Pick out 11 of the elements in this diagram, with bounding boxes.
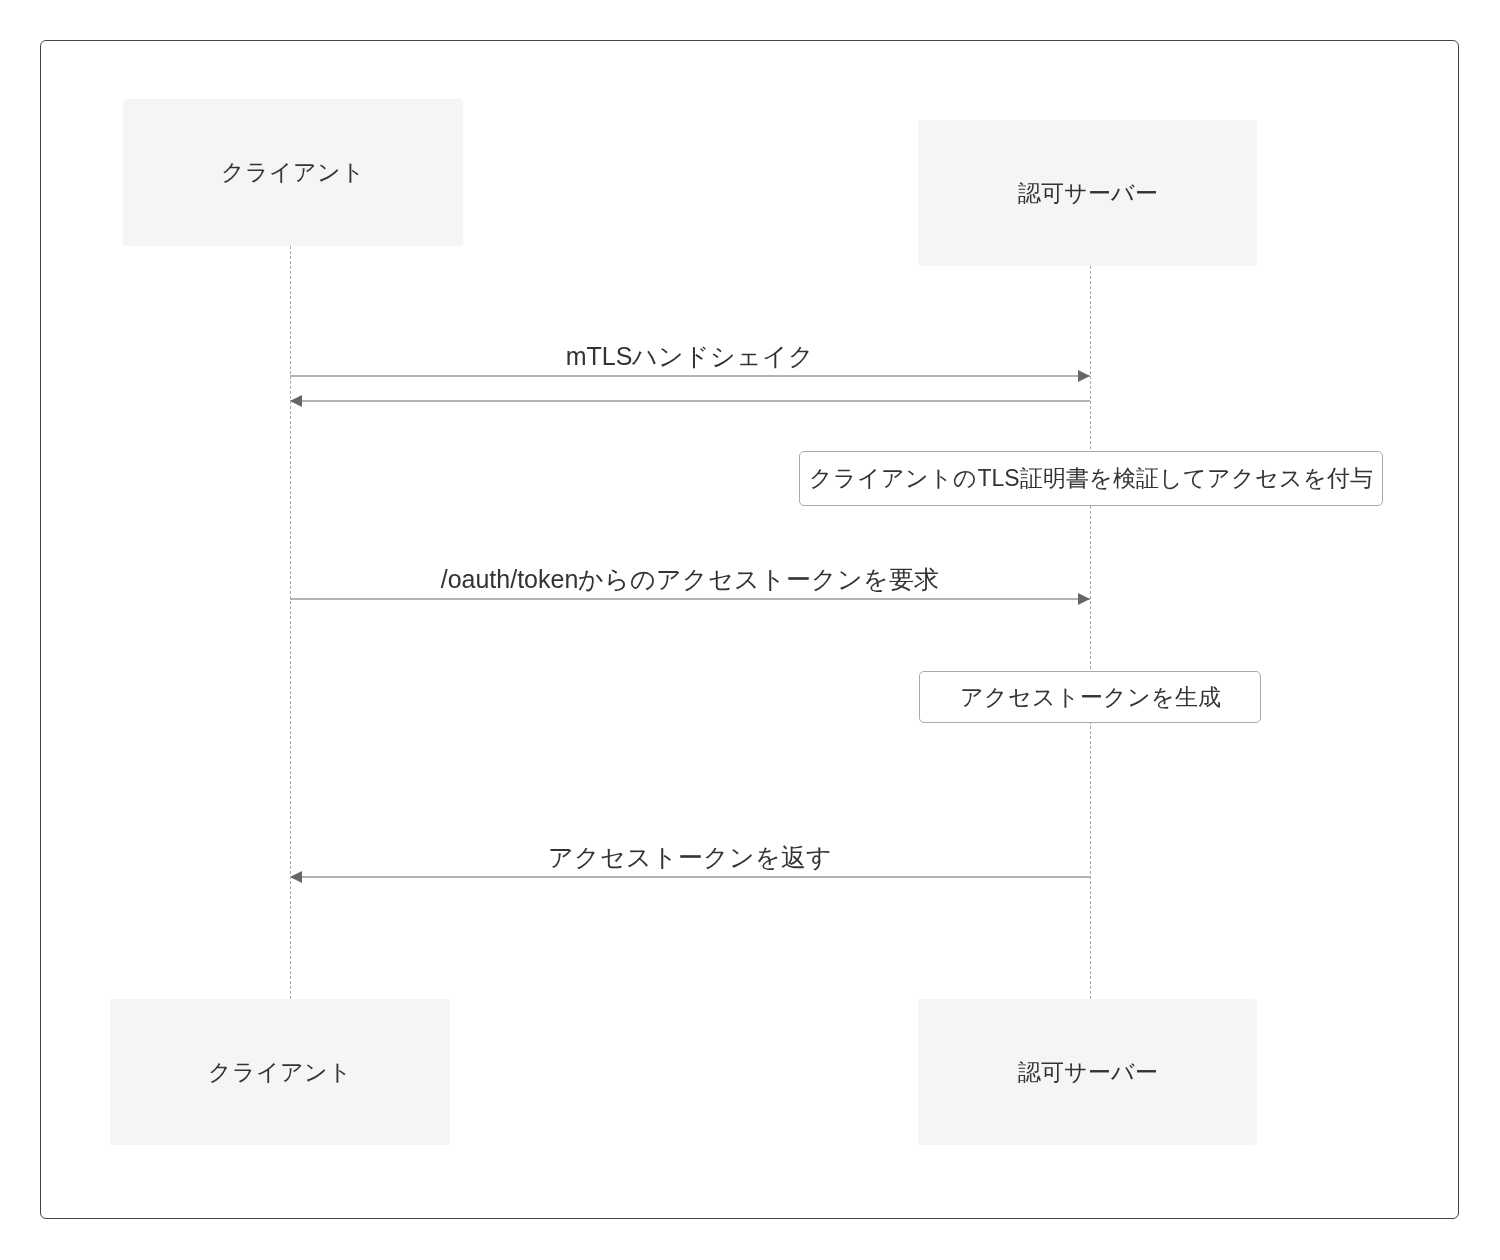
lifeline bbox=[290, 246, 291, 999]
participant-box: クライアント bbox=[110, 999, 450, 1145]
message-arrow bbox=[289, 871, 1091, 883]
participant-box: 認可サーバー bbox=[918, 999, 1257, 1145]
participant-box: 認可サーバー bbox=[918, 120, 1257, 266]
participant-box: クライアント bbox=[123, 99, 463, 246]
message-arrow bbox=[289, 395, 1091, 407]
message-arrow bbox=[289, 593, 1091, 605]
message-arrow bbox=[289, 370, 1091, 382]
note-box: クライアントのTLS証明書を検証してアクセスを付与 bbox=[799, 451, 1383, 506]
note-box: アクセストークンを生成 bbox=[919, 671, 1261, 723]
